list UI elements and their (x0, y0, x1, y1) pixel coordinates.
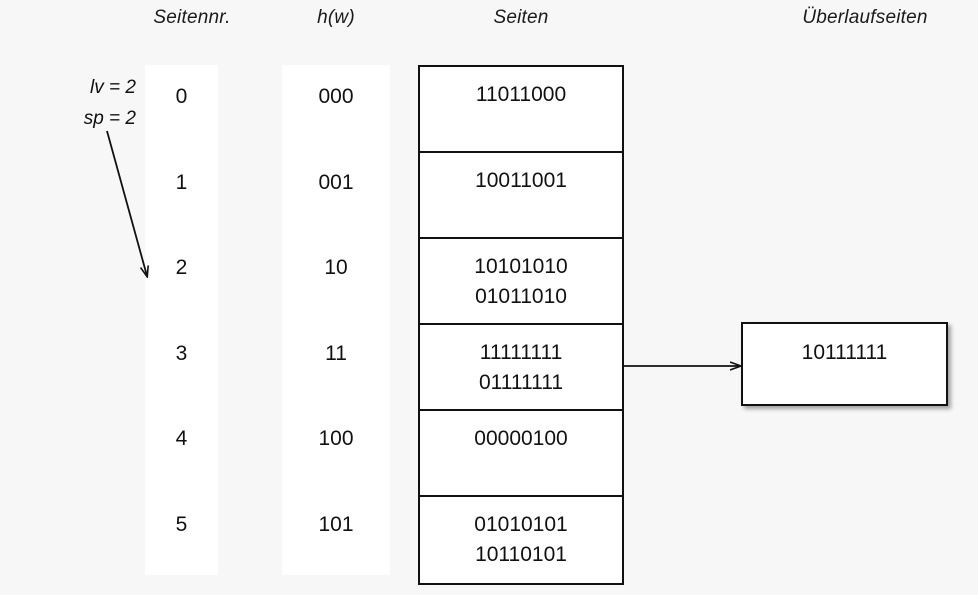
column-header-seitennr: Seitennr. (153, 7, 231, 28)
column-header-seiten: Seiten (493, 7, 549, 28)
seiten-entry: 01111111 (478, 371, 564, 394)
seiten-row: 11111111 01111111 (420, 325, 622, 411)
seiten-row: 10101010 01011010 (420, 239, 622, 325)
hw-cell: 000 (318, 85, 354, 108)
seiten-table: 11011000 10011001 10101010 01011010 11111111… (418, 65, 624, 585)
seiten-entry: 10101010 (474, 255, 568, 278)
seiten-entry: 11011000 (475, 83, 567, 106)
seiten-entry: 10011001 (475, 169, 567, 192)
seitennr-cell: 4 (175, 427, 188, 450)
hw-cell: 100 (318, 427, 354, 450)
seiten-row: 00000100 (420, 411, 622, 497)
column-header-hw: h(w) (317, 7, 355, 28)
split-pointer-arrow (106, 130, 147, 276)
seiten-entry: 11111111 (479, 341, 563, 364)
ueberlaufseite-box: 10111111 (741, 322, 948, 406)
seiten-entry: 00000100 (474, 427, 568, 450)
hw-cell: 10 (324, 256, 348, 279)
seiten-row: 01010101 10110101 (420, 497, 622, 583)
parameter-sp: sp = 2 (83, 108, 136, 129)
hw-column: 000 001 10 11 100 101 (282, 65, 390, 575)
seiten-row: 10011001 (420, 153, 622, 239)
seitennr-cell: 1 (175, 170, 188, 194)
seitennr-cell: 2 (175, 256, 188, 279)
seiten-entry: 01011010 (475, 285, 567, 308)
seiten-row: 11011000 (420, 67, 622, 153)
hw-cell: 001 (318, 170, 354, 194)
seitennr-cell: 5 (175, 512, 188, 536)
seiten-entry: 10110101 (475, 543, 567, 566)
parameter-lv: lv = 2 (90, 77, 136, 98)
seitennr-cell: 3 (175, 341, 188, 365)
hw-cell: 101 (318, 512, 354, 536)
column-header-ueberlaufseiten: Überlaufseiten (802, 7, 928, 28)
overflow-page-line: 10111111 (801, 341, 888, 364)
seitennr-column: 0 1 2 3 4 5 (145, 65, 218, 575)
seitennr-cell: 0 (175, 85, 188, 108)
parameter-annotations: lv = 2 sp = 2 (16, 72, 136, 134)
hw-cell: 11 (325, 341, 347, 365)
seiten-entry: 01010101 (474, 513, 568, 536)
